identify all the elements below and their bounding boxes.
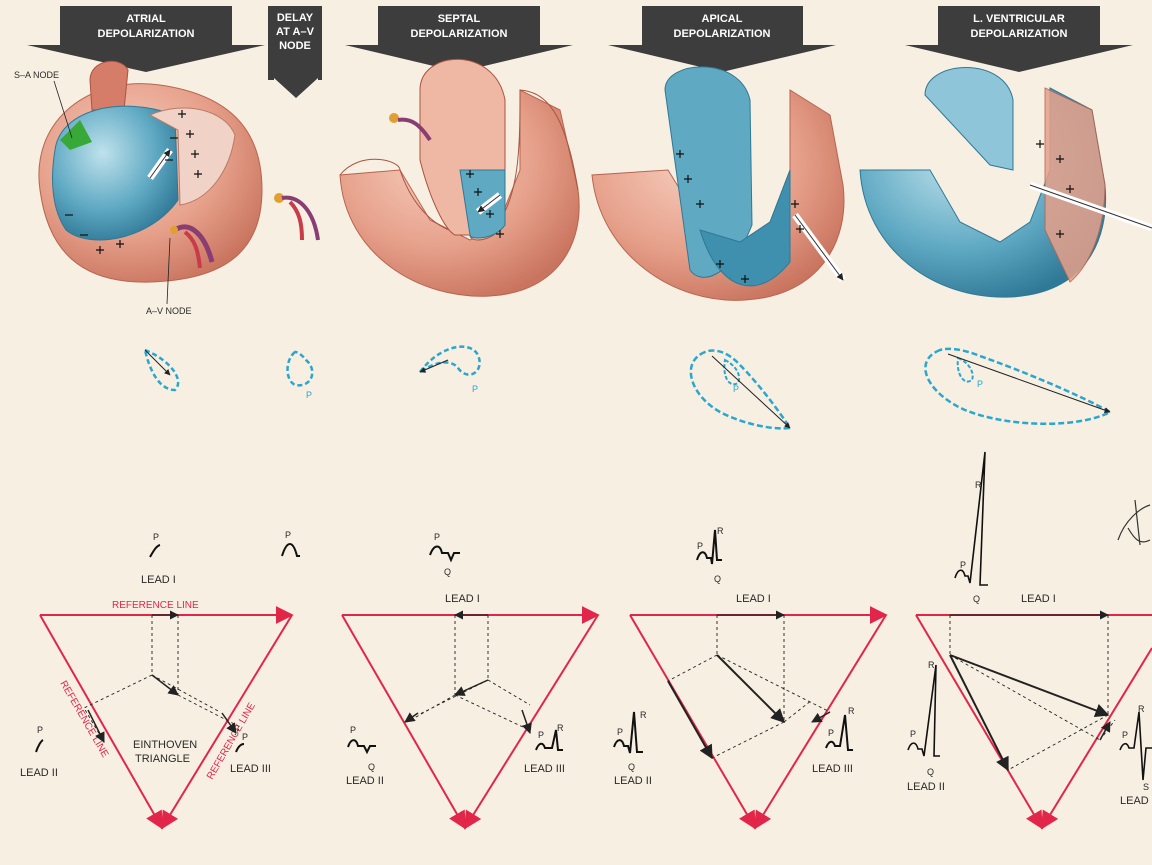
header-delay-line1: DELAY bbox=[277, 12, 314, 24]
header-delay: DELAY AT A–V NODE bbox=[268, 6, 322, 98]
sa-node-label: S–A NODE bbox=[14, 70, 59, 80]
loop-delay-p-label: P bbox=[306, 390, 312, 400]
lead-i-atrial-p: P bbox=[153, 532, 159, 542]
vector-loop-ventricular: P bbox=[925, 349, 1110, 424]
heart-apical-illustration bbox=[592, 67, 844, 300]
lead-iii-ventricular-s: S bbox=[1143, 782, 1149, 792]
einthoven-label-line1: EINTHOVEN bbox=[133, 739, 197, 751]
header-septal-line2: DEPOLARIZATION bbox=[411, 28, 508, 40]
reference-line-top: REFERENCE LINE bbox=[112, 600, 199, 611]
header-ventricular: L. VENTRICULAR DEPOLARIZATION bbox=[905, 6, 1133, 72]
lead-ii-apical-p: P bbox=[617, 727, 623, 737]
einthoven-label-line2: TRIANGLE bbox=[135, 753, 190, 765]
lead-ii-apical-r: R bbox=[640, 710, 647, 720]
lead-i-atrial-label: LEAD I bbox=[141, 574, 176, 586]
header-apical: APICAL DEPOLARIZATION bbox=[608, 6, 836, 72]
lead-ii-ventricular-label: LEAD II bbox=[907, 781, 945, 793]
einthoven-triangle-2: LEAD I P Q LEAD II P R LEAD III bbox=[342, 593, 598, 828]
lead-iii-atrial-label: LEAD III bbox=[230, 763, 271, 775]
einthoven-triangle-3: LEAD I P R Q LEAD II P R LEAD III bbox=[614, 593, 886, 828]
lead-iii-septal-label: LEAD III bbox=[524, 763, 565, 775]
heart-septal-illustration bbox=[340, 59, 579, 296]
lead-i-ventricular-r: R bbox=[975, 480, 982, 490]
lead-i-septal-q: Q bbox=[444, 567, 451, 577]
heart-ventricular-illustration bbox=[860, 68, 1152, 298]
lead-iii-atrial-p: P bbox=[242, 732, 248, 742]
vector-loop-septal: P bbox=[420, 347, 480, 394]
einthoven-triangle-1: REFERENCE LINE REFERENCE LINE REFERENCE … bbox=[20, 600, 292, 828]
av-node-label: A–V NODE bbox=[146, 306, 192, 316]
loop-septal-p-label: P bbox=[472, 384, 478, 394]
vector-loop-delay: P bbox=[288, 352, 313, 400]
lead-i-septal-p: P bbox=[434, 532, 440, 542]
lead-i-apical-q: Q bbox=[714, 574, 721, 584]
vector-loop-apical: P bbox=[691, 351, 790, 429]
header-ventricular-line1: L. VENTRICULAR bbox=[973, 13, 1065, 25]
lead-ii-atrial-p: P bbox=[37, 725, 43, 735]
lead-i-trace-apical: P R Q bbox=[697, 526, 724, 584]
header-atrial: ATRIAL DEPOLARIZATION bbox=[27, 6, 265, 72]
header-delay-line3: NODE bbox=[279, 40, 311, 52]
lead-i-trace-septal: P Q bbox=[430, 532, 460, 577]
lead-i-apical-p: P bbox=[697, 541, 703, 551]
lead-ii-septal-q: Q bbox=[368, 762, 375, 772]
header-apical-line2: DEPOLARIZATION bbox=[674, 28, 771, 40]
loop-apical-p-label: P bbox=[733, 384, 739, 394]
header-atrial-line1: ATRIAL bbox=[126, 13, 166, 25]
lead-i-trace-atrial: P LEAD I bbox=[141, 532, 176, 586]
lead-i-trace-delay: P bbox=[282, 530, 300, 556]
lead-i-ventricular-q: Q bbox=[973, 594, 980, 604]
av-bundle-delay-illustration bbox=[274, 193, 318, 240]
lead-iii-ventricular-label: LEAD bbox=[1120, 795, 1149, 807]
lead-i-apical-label: LEAD I bbox=[736, 593, 771, 605]
lead-iii-septal-r: R bbox=[557, 723, 564, 733]
lead-ii-septal-p: P bbox=[350, 725, 356, 735]
header-delay-line2: AT A–V bbox=[276, 26, 315, 38]
lead-ii-apical-q: Q bbox=[628, 762, 635, 772]
lead-i-apical-r: R bbox=[717, 526, 724, 536]
lead-iii-ventricular-p: P bbox=[1122, 730, 1128, 740]
lead-ii-septal-label: LEAD II bbox=[346, 775, 384, 787]
lead-i-delay-p: P bbox=[285, 530, 291, 540]
loop-ventricular-p-label: P bbox=[977, 379, 983, 389]
einthoven-triangle-4: LEAD I P R Q LEAD II P R S LEAD bbox=[907, 593, 1152, 828]
lead-ii-ventricular-p: P bbox=[910, 729, 916, 739]
lead-i-septal-label: LEAD I bbox=[445, 593, 480, 605]
lead-ii-ventricular-r: R bbox=[928, 660, 935, 670]
lead-iii-apical-p: P bbox=[828, 728, 834, 738]
lead-ii-apical-label: LEAD II bbox=[614, 775, 652, 787]
header-apical-line1: APICAL bbox=[702, 13, 743, 25]
lead-iii-ventricular-r: R bbox=[1138, 704, 1145, 714]
lead-ii-ventricular-q: Q bbox=[927, 767, 934, 777]
lead-i-ventricular-p: P bbox=[960, 560, 966, 570]
lead-i-trace-ventricular: P R Q bbox=[955, 452, 988, 604]
heart-atrial-illustration: S–A NODE A–V NODE bbox=[14, 61, 262, 316]
artist-signature bbox=[1118, 500, 1150, 545]
vector-loop-atrial bbox=[145, 350, 178, 390]
lead-i-ventricular-label: LEAD I bbox=[1021, 593, 1056, 605]
header-ventricular-line2: DEPOLARIZATION bbox=[971, 28, 1068, 40]
header-atrial-line2: DEPOLARIZATION bbox=[98, 28, 195, 40]
lead-ii-atrial-label: LEAD II bbox=[20, 767, 58, 779]
header-septal-line1: SEPTAL bbox=[438, 13, 481, 25]
lead-iii-septal-p: P bbox=[538, 730, 544, 740]
lead-iii-apical-r: R bbox=[848, 706, 855, 716]
lead-iii-apical-label: LEAD III bbox=[812, 763, 853, 775]
